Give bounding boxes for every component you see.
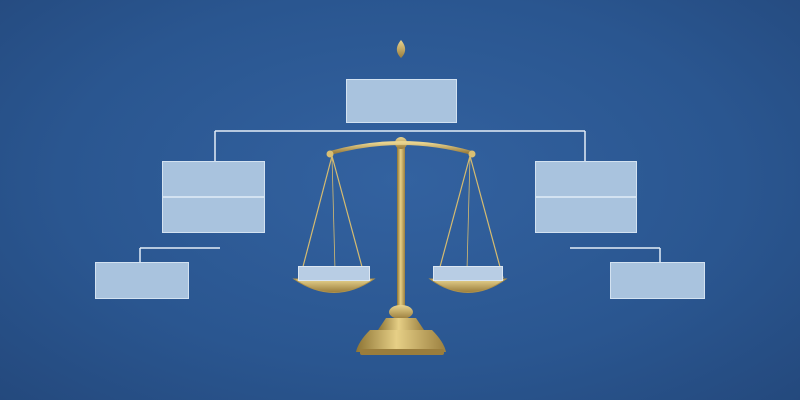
connector-lines: [139, 130, 661, 262]
balance-scale-icon: [292, 137, 508, 355]
far-right-node-box: [610, 262, 705, 299]
far-left-node-box: [95, 262, 189, 299]
right-node-upper-box: [535, 161, 637, 197]
top-node-box: [346, 79, 457, 123]
right-pan-label: [433, 266, 503, 281]
left-node-lower-box: [162, 197, 265, 233]
right-node-lower-box: [535, 197, 637, 233]
left-pan-label: [298, 266, 370, 281]
left-node-upper-box: [162, 161, 265, 197]
flame-finial-icon: [396, 40, 406, 78]
